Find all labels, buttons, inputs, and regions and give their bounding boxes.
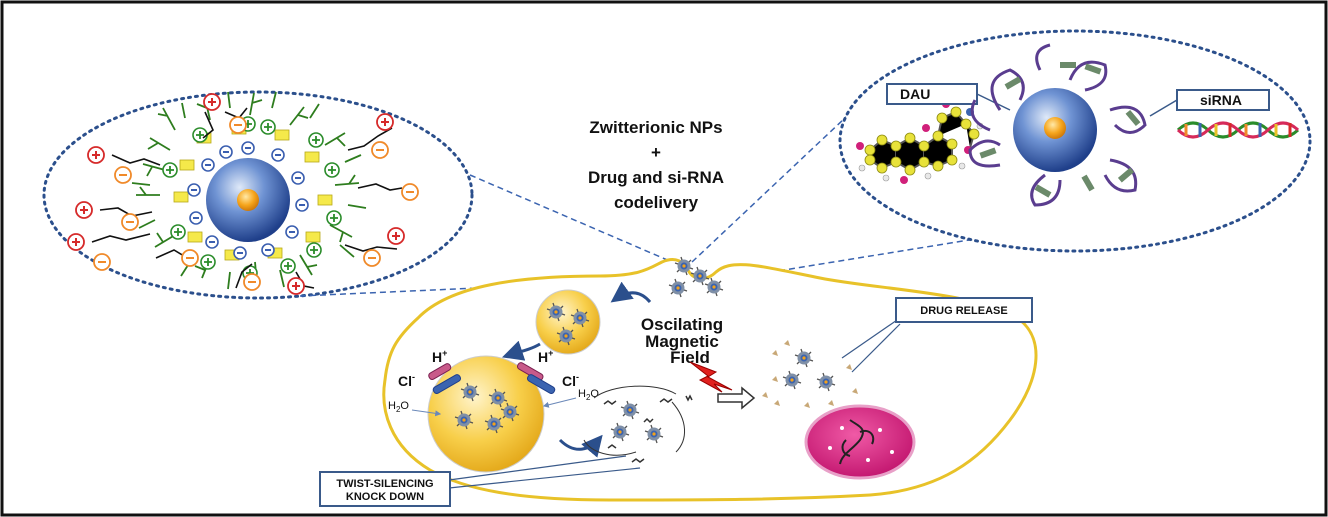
svg-text:Oscilating: Oscilating bbox=[641, 315, 723, 334]
h-plus-left-label: H+ bbox=[432, 348, 447, 365]
cytoplasm-release bbox=[583, 385, 693, 463]
right-zoom-circle: DAU bbox=[838, 29, 1312, 253]
drug-release-label: DRUG RELEASE bbox=[841, 297, 1033, 373]
svg-text:siRNA: siRNA bbox=[1200, 92, 1242, 108]
lightning-icon bbox=[689, 361, 733, 393]
svg-text:KNOCK DOWN: KNOCK DOWN bbox=[346, 491, 424, 503]
dau-label: DAU bbox=[886, 83, 1011, 111]
nanoparticle-core bbox=[237, 189, 259, 211]
small-endosome bbox=[535, 289, 601, 355]
escape-arrow bbox=[558, 434, 603, 458]
cl-minus-right-label: Cl- bbox=[562, 372, 579, 389]
proton-channels bbox=[428, 362, 556, 395]
h2o-right-label: H2O bbox=[578, 388, 599, 402]
title-line-4: codelivery bbox=[614, 193, 699, 212]
magnetic-field-label: Oscilating Magnetic Field bbox=[641, 315, 723, 367]
svg-text:Magnetic: Magnetic bbox=[645, 332, 719, 351]
zwitterion-chains bbox=[91, 107, 403, 289]
title-line-1: Zwitterionic NPs bbox=[589, 118, 722, 137]
sirna-helix bbox=[1176, 121, 1300, 139]
sirna-label: siRNA bbox=[1149, 89, 1270, 117]
svg-text:Field: Field bbox=[670, 348, 710, 367]
inner-negative-charges bbox=[187, 141, 309, 260]
uptake-arrow bbox=[610, 281, 652, 304]
cl-minus-left-label: Cl- bbox=[398, 372, 415, 389]
svg-text:DRUG RELEASE: DRUG RELEASE bbox=[920, 305, 1007, 317]
h2o-left-label: H2O bbox=[388, 400, 409, 414]
maturation-arrow bbox=[502, 340, 541, 361]
title-line-3: Drug and si-RNA bbox=[588, 168, 724, 187]
field-arrow-icon bbox=[717, 386, 756, 410]
svg-text:TWIST-SILENCING: TWIST-SILENCING bbox=[336, 478, 433, 490]
left-zoom-circle bbox=[42, 90, 474, 300]
svg-text:DAU: DAU bbox=[900, 86, 930, 102]
large-endosome bbox=[427, 355, 545, 473]
drug-release-particles bbox=[762, 340, 858, 408]
h-plus-right-label: H+ bbox=[538, 348, 553, 365]
sirna-loaded-nanoparticle bbox=[968, 43, 1147, 207]
title-line-2: + bbox=[651, 143, 661, 162]
center-title: Zwitterionic NPs + Drug and si-RNA codel… bbox=[588, 118, 724, 212]
nucleus bbox=[804, 404, 916, 480]
twist-silencing-label: TWIST-SILENCING KNOCK DOWN bbox=[319, 455, 641, 507]
